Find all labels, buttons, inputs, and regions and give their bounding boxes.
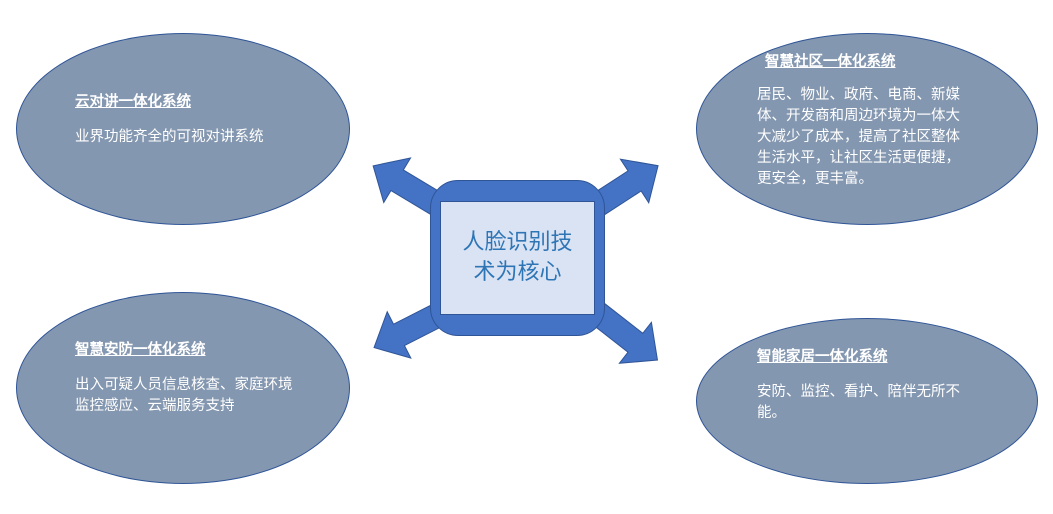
core-box: 人脸识别技术为核心: [430, 180, 605, 336]
node-body: 出入可疑人员信息核查、家庭环境监控感应、云端服务支持: [75, 377, 293, 414]
node-title: 智慧安防一体化系统: [75, 342, 206, 358]
node-title: 智能家居一体化系统: [757, 349, 888, 365]
node-body: 居民、物业、政府、电商、新媒体、开发商和周边环境为一体大大减少了成本，提高了社区…: [757, 87, 960, 187]
node-title: 智慧社区一体化系统: [765, 54, 896, 70]
arrow-up-right: [588, 158, 659, 217]
node-body: 安防、监控、看护、陪伴无所不能。: [757, 384, 960, 421]
node-body: 业界功能齐全的可视对讲系统: [75, 129, 264, 145]
node-smart-security: 智慧安防一体化系统 出入可疑人员信息核查、家庭环境监控感应、云端服务支持: [16, 292, 350, 484]
node-cloud-intercom: 云对讲一体化系统 业界功能齐全的可视对讲系统: [16, 33, 350, 225]
node-title: 云对讲一体化系统: [75, 94, 191, 110]
node-smart-community: 智慧社区一体化系统 居民、物业、政府、电商、新媒体、开发商和周边环境为一体大大减…: [696, 33, 1038, 225]
arrow-down-left: [373, 302, 447, 359]
node-smart-home: 智能家居一体化系统 安防、监控、看护、陪伴无所不能。: [696, 318, 1038, 484]
core-label: 人脸识别技术为核心: [440, 201, 595, 315]
